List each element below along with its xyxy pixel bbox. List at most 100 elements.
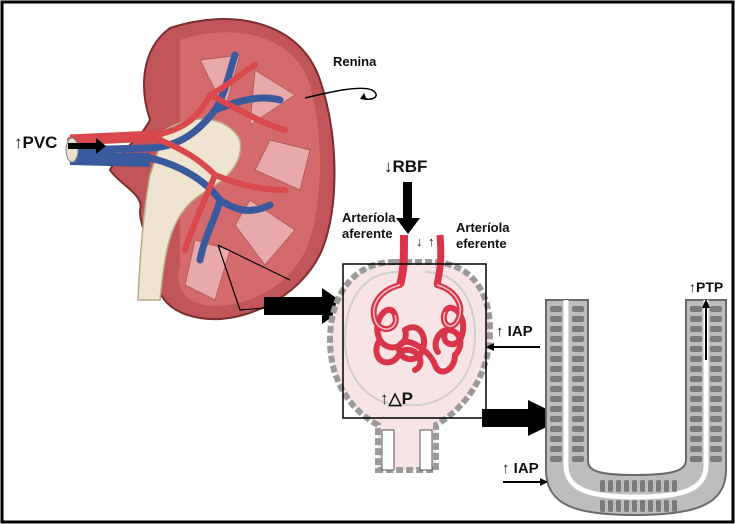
tubule-cell <box>640 480 645 492</box>
tubule-cell <box>690 456 702 462</box>
tubule-cell <box>690 316 702 322</box>
tubule-cell <box>572 356 584 362</box>
tubule-cell <box>690 336 702 342</box>
tubule-cell <box>550 336 562 342</box>
tubule-cell <box>572 406 584 412</box>
tubule-cell <box>550 316 562 322</box>
tubule-cell <box>632 500 637 512</box>
tubule-cell <box>690 426 702 432</box>
tubule-cell <box>550 416 562 422</box>
tubule-cell <box>690 446 702 452</box>
tubule-cell <box>656 480 661 492</box>
tubule-cell <box>550 406 562 412</box>
tubule-cell <box>710 326 722 332</box>
rbf-arrow-shaft <box>403 182 412 220</box>
tubule-cell <box>710 376 722 382</box>
tubule-cell <box>550 386 562 392</box>
block-arrow-2-shaft <box>482 409 532 427</box>
tubule-cell <box>550 306 562 312</box>
tubule-cell <box>572 366 584 372</box>
tubule-cell <box>624 500 629 512</box>
tubule-cell <box>648 500 653 512</box>
tubule-cell <box>710 306 722 312</box>
tubule-cell <box>710 436 722 442</box>
arteriola-aferente-label-line1: Arteríola <box>342 210 396 225</box>
tubule-cell <box>710 426 722 432</box>
pvc-arrow <box>68 143 96 149</box>
tubule-cell <box>632 480 637 492</box>
tubule-cell <box>710 446 722 452</box>
tubule-cell <box>572 426 584 432</box>
tubule-cell <box>608 480 613 492</box>
small-up-arrow: ↑ <box>428 234 435 249</box>
ptp-label: ↑PTP <box>689 279 723 295</box>
tubule-cell <box>572 396 584 402</box>
tubule-cell <box>572 456 584 462</box>
tubule-cell <box>550 356 562 362</box>
arteriola-eferente-label-line2: eferente <box>456 236 507 251</box>
tubule-cell <box>572 446 584 452</box>
tubule-cell <box>690 396 702 402</box>
tubule-cell <box>550 376 562 382</box>
tubule-cell <box>550 366 562 372</box>
tubule-cell <box>664 480 669 492</box>
tubule-cell <box>572 346 584 352</box>
tubule-cell <box>672 480 677 492</box>
tubule-cell <box>710 336 722 342</box>
vessel-cut-end <box>66 138 78 162</box>
tubule-cell <box>572 416 584 422</box>
tubule-cell <box>710 416 722 422</box>
tubule-cell <box>572 386 584 392</box>
tubule-cell <box>664 500 669 512</box>
tubule-cell <box>690 366 702 372</box>
tubule-cell <box>640 500 645 512</box>
tubule-cell <box>572 376 584 382</box>
renal-artery-trunk <box>70 136 155 140</box>
tubule-cell <box>550 346 562 352</box>
renal-vein-trunk <box>70 158 150 160</box>
tubule-cell <box>690 436 702 442</box>
tubule-cell <box>690 406 702 412</box>
tubule-cell <box>572 326 584 332</box>
tubule-cell <box>550 326 562 332</box>
tubule-cell <box>600 480 605 492</box>
tubule-cell <box>690 416 702 422</box>
tubule-cell <box>608 500 613 512</box>
block-arrow-1-shaft <box>264 297 326 315</box>
tubule-cell <box>648 480 653 492</box>
iap-bottom-label: ↑ IAP <box>502 460 539 477</box>
tubule-cell <box>710 346 722 352</box>
rbf-label: ↓RBF <box>384 157 427 176</box>
tubule-cell <box>690 346 702 352</box>
tubule-cell <box>710 456 722 462</box>
tubule-cell <box>710 366 722 372</box>
arteriola-eferente-label-line1: Arteríola <box>456 220 510 235</box>
delta-p-label: ↑△P <box>380 389 413 408</box>
tubule-cell <box>572 336 584 342</box>
tubule-cell <box>710 316 722 322</box>
tubule-cell <box>550 456 562 462</box>
tubule-cell <box>550 436 562 442</box>
afferent-arteriole <box>400 235 404 285</box>
tubule-cell <box>550 446 562 452</box>
tubule-cell <box>710 386 722 392</box>
iap-right-label: ↑ IAP <box>496 323 533 340</box>
tubule-cell <box>690 306 702 312</box>
tubule-cell <box>672 500 677 512</box>
tubule-cell <box>710 356 722 362</box>
small-down-arrow: ↓ <box>416 234 423 249</box>
tubule-cell <box>550 396 562 402</box>
arteriola-aferente-label-line2: aferente <box>342 226 393 241</box>
tubule-cell <box>572 316 584 322</box>
tubule-cell <box>690 386 702 392</box>
pvc-label: ↑PVC <box>14 133 57 152</box>
tubule-cell <box>710 406 722 412</box>
tubule-cell <box>690 356 702 362</box>
efferent-arteriole <box>437 235 441 285</box>
tubule-cell <box>690 326 702 332</box>
tubule-cell <box>572 436 584 442</box>
tubule-cell <box>550 426 562 432</box>
